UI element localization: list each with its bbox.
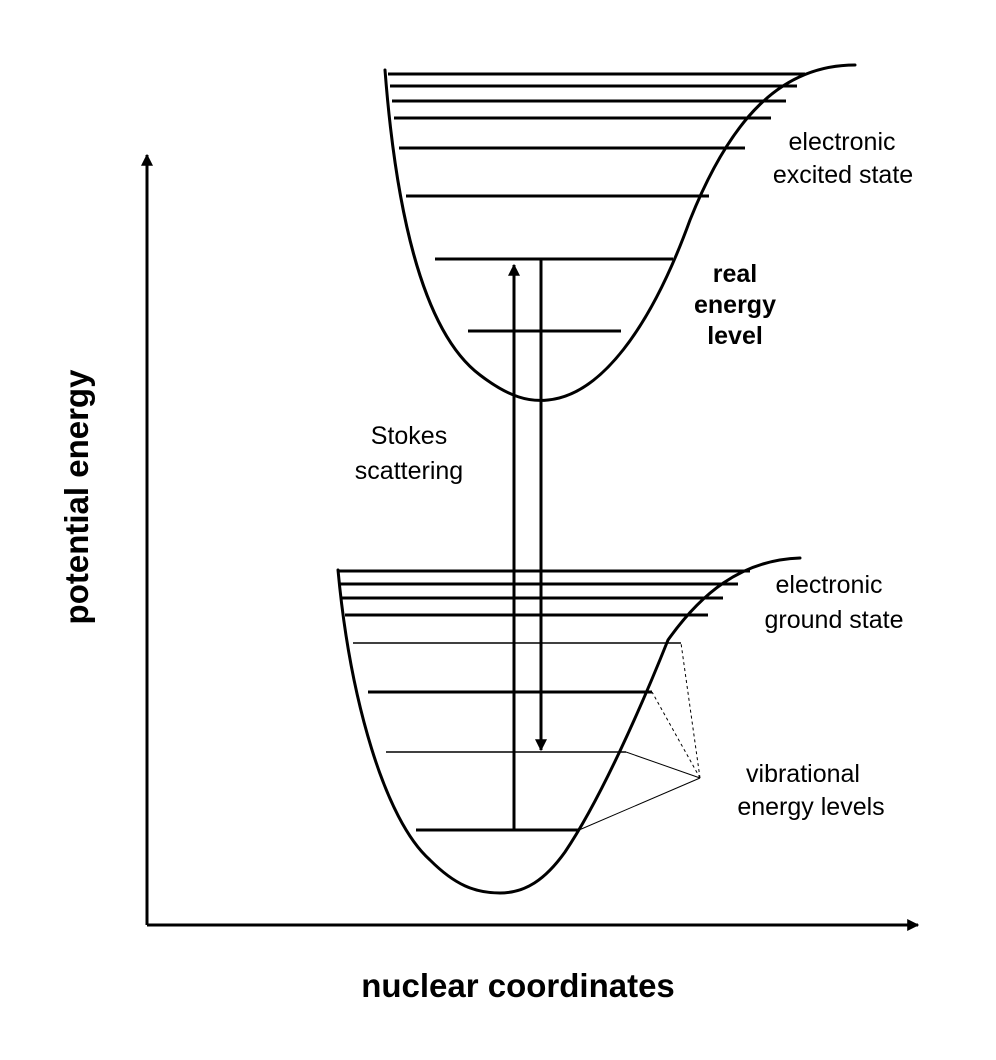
vibrational-label-line-2: energy levels	[737, 793, 884, 821]
ground-state-curve	[336, 556, 802, 895]
vibrational-label-line-1: vibrational	[746, 760, 860, 788]
excited-state-label-line-1: electronic	[789, 128, 896, 156]
y-axis-label: potential energy	[58, 369, 95, 625]
vibrational-pointer-1	[578, 777, 701, 831]
ground-state-label-line-1: electronic	[776, 571, 883, 599]
real-level-label-line-2: energy	[694, 291, 776, 319]
excited-state-curve	[383, 63, 857, 402]
excited-state-label-line-2: excited state	[773, 161, 913, 189]
stokes-label-line-1: Stokes	[371, 422, 447, 450]
real-level-label-line-3: level	[707, 322, 763, 350]
real-level-label-line-1: real	[713, 260, 757, 288]
x-axis-label: nuclear coordinates	[361, 967, 675, 1004]
stokes-label-line-2: scattering	[355, 457, 463, 485]
ground-state-label-line-2: ground state	[765, 606, 904, 634]
vibrational-pointer-4	[680, 642, 701, 779]
vibrational-pointer-3	[651, 691, 701, 779]
vibrational-pointer-2	[625, 751, 701, 779]
